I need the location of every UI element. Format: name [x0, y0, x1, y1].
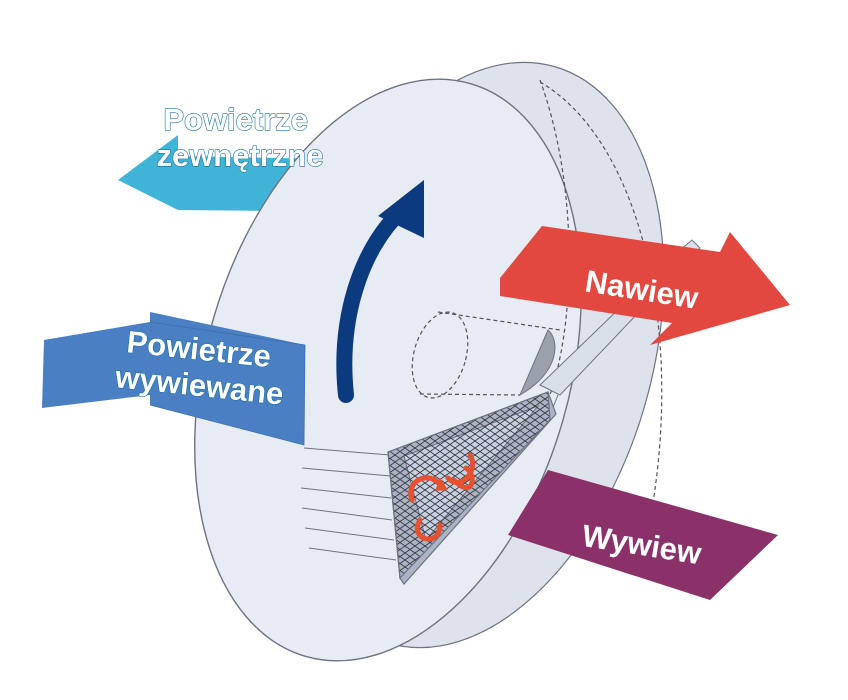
hub-cylinder: [411, 311, 469, 399]
curved-up-arrow-icon: [336, 180, 424, 403]
outdoor-air-label: Powietrze zewnętrzne: [156, 102, 323, 173]
wheel-rim-bands: [300, 447, 397, 561]
hub-end: [518, 329, 556, 397]
swirl-arrow-icon: [408, 452, 476, 542]
extract-arrow: [508, 470, 778, 600]
exhaust-air-arrow: [42, 312, 305, 445]
supply-arrow: [500, 226, 790, 345]
rotary-wheel: [194, 78, 582, 662]
